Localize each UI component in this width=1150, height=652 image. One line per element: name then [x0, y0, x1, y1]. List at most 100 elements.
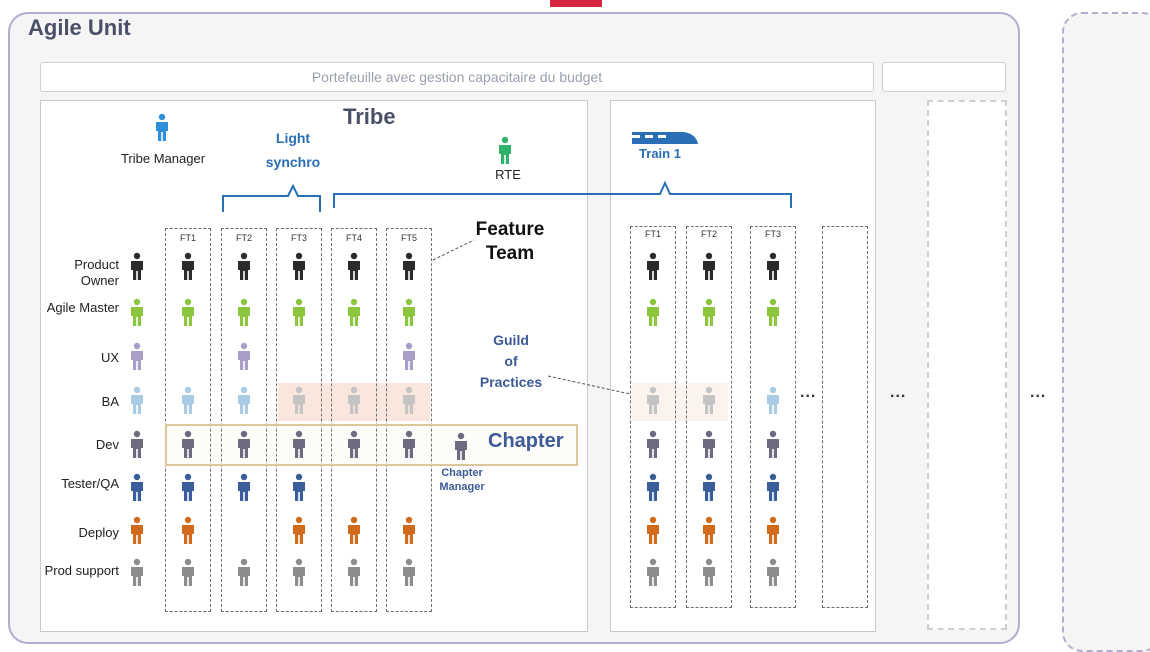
ft5-prod-support-figure [403, 558, 415, 586]
train-ft3-prod-support-figure [767, 558, 779, 586]
chapter-box [165, 424, 578, 466]
ft4-column [331, 228, 377, 612]
rte-label: RTE [495, 167, 521, 182]
top-accent-bar [550, 0, 602, 7]
role-figure-dev [131, 430, 143, 458]
portfolio-extra-bar [882, 62, 1006, 92]
ft5-deploy-figure [403, 516, 415, 544]
light-synchro-label: Light synchro [248, 126, 338, 174]
ft3-agile-master-figure [293, 298, 305, 326]
tribe-manager-figure [156, 113, 168, 141]
chapter-label: Chapter [488, 430, 564, 452]
ft4-dev-figure [348, 430, 360, 458]
chapter-manager-line-2: Manager [439, 481, 485, 493]
train-ft1-agile-master-figure [647, 298, 659, 326]
ft4-deploy-figure [348, 516, 360, 544]
role-figure-ux [131, 342, 143, 370]
ft2-tester-qa-figure [238, 473, 250, 501]
ft2-dev-figure [238, 430, 250, 458]
train-ft1-ba-figure [647, 386, 659, 414]
tribe-manager-label: Tribe Manager [120, 151, 206, 166]
train-icon [632, 132, 698, 144]
role-figure-prod-support [131, 558, 143, 586]
ft3-ba-figure [293, 386, 305, 414]
ft2-product-owner-figure [238, 252, 250, 280]
train-ft2-prod-support-figure [703, 558, 715, 586]
role-figure-agile-master [131, 298, 143, 326]
feature-team-label: Feature Team [460, 218, 560, 266]
train-ft3-ba-figure [767, 386, 779, 414]
ft2-ba-figure [238, 386, 250, 414]
train-ft3-dev-figure [767, 430, 779, 458]
guild-line-3: Practices [479, 374, 543, 390]
ft2-agile-master-figure [238, 298, 250, 326]
role-figure-tester-qa [131, 473, 143, 501]
ft2-label: FT2 [235, 233, 252, 243]
ft1-dev-figure [182, 430, 194, 458]
ft1-product-owner-figure [182, 252, 194, 280]
ft3-dev-figure [293, 430, 305, 458]
role-ba: BA [101, 394, 119, 409]
ft3-product-owner-figure [293, 252, 305, 280]
rte-bracket [333, 180, 792, 208]
train-ft3-label: FT3 [764, 229, 781, 239]
feature-team-line-1: Feature [475, 219, 545, 240]
role-agile-master: Agile Master [46, 300, 119, 315]
role-deploy: Deploy [78, 525, 119, 540]
ft2-ux-figure [238, 342, 250, 370]
ft5-label: FT5 [400, 233, 417, 243]
ft3-column [276, 228, 322, 612]
role-prod-support: Prod support [44, 563, 119, 578]
ft1-column [165, 228, 211, 612]
tribe-panel [40, 100, 588, 632]
role-dev: Dev [95, 437, 119, 452]
ft2-column [221, 228, 267, 612]
ft4-agile-master-figure [348, 298, 360, 326]
portfolio-bar: Portefeuille avec gestion capacitaire du… [40, 62, 874, 92]
tribe-title: Tribe [343, 104, 396, 129]
role-figure-ba [131, 386, 143, 414]
role-product-owner: Product Owner [74, 257, 119, 288]
train-ft2-tester-qa-figure [703, 473, 715, 501]
train-ft2-column [686, 226, 732, 608]
ft4-prod-support-figure [348, 558, 360, 586]
rte-figure [499, 136, 511, 164]
train-ft1-prod-support-figure [647, 558, 659, 586]
ft4-product-owner-figure [348, 252, 360, 280]
ft4-label: FT4 [345, 233, 362, 243]
feature-team-line-2: Team [485, 243, 535, 264]
guild-line-1: Guild [493, 332, 529, 348]
ft1-label: FT1 [179, 233, 196, 243]
train-ft3-tester-qa-figure [767, 473, 779, 501]
train-ft2-ba-figure [703, 386, 715, 414]
train-ft3-agile-master-figure [767, 298, 779, 326]
ft4-ba-figure [348, 386, 360, 414]
agile-unit-title: Agile Unit [28, 15, 131, 40]
train-ft2-agile-master-figure [703, 298, 715, 326]
role-tester-qa: Tester/QA [61, 476, 119, 491]
ft1-prod-support-figure [182, 558, 194, 586]
ft1-ba-figure [182, 386, 194, 414]
train-ft3-deploy-figure [767, 516, 779, 544]
feature-team-connector [432, 239, 475, 261]
ft5-ux-figure [403, 342, 415, 370]
ft1-agile-master-figure [182, 298, 194, 326]
guild-line-2: of [504, 353, 518, 369]
train-ft1-product-owner-figure [647, 252, 659, 280]
placeholder-panel [927, 100, 1007, 630]
ellipsis-train: ... [800, 384, 817, 401]
ft1-deploy-figure [182, 516, 194, 544]
train-ft1-deploy-figure [647, 516, 659, 544]
light-synchro-line-2: synchro [265, 154, 321, 170]
ft3-label: FT3 [290, 233, 307, 243]
chapter-manager-figure [455, 432, 467, 460]
train-label: Train 1 [639, 146, 681, 161]
train-ft1-dev-figure [647, 430, 659, 458]
ft5-column [386, 228, 432, 612]
train-ft2-product-owner-figure [703, 252, 715, 280]
people-group [131, 113, 779, 586]
train-ft3-product-owner-figure [767, 252, 779, 280]
train-ft1-tester-qa-figure [647, 473, 659, 501]
ft3-deploy-figure [293, 516, 305, 544]
